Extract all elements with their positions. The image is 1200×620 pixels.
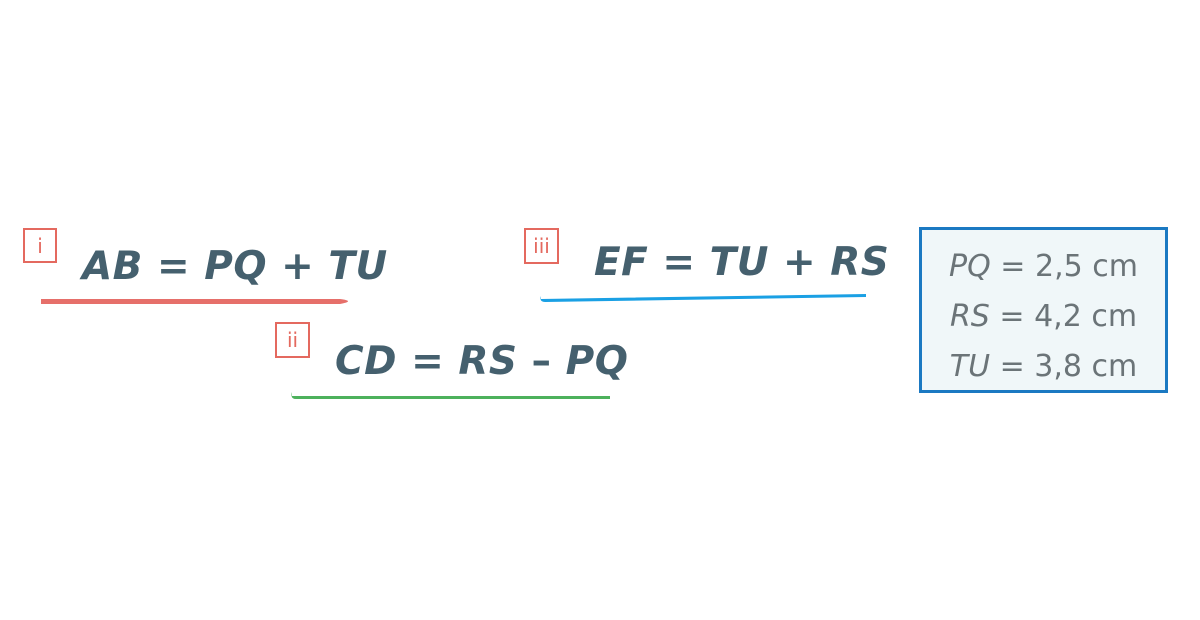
given-pq-value: 2,5 cm xyxy=(1034,249,1138,284)
equation-iii-term-b: RS xyxy=(830,240,890,285)
label-ii: ii xyxy=(275,322,310,358)
equation-i-term-b: TU xyxy=(328,244,388,289)
equation-iii: EF = TU + RS xyxy=(594,240,889,285)
equation-i-operator: + xyxy=(281,244,315,289)
given-pq-equals: = xyxy=(1000,249,1026,284)
given-pq: PQ = 2,5 cm xyxy=(922,242,1165,292)
label-i: i xyxy=(23,228,57,263)
label-ii-text: ii xyxy=(286,328,299,352)
label-i-text: i xyxy=(37,233,43,258)
given-rs-equals: = xyxy=(999,299,1025,334)
equation-iii-lhs: EF xyxy=(594,240,649,285)
given-values-box: PQ = 2,5 cm RS = 4,2 cm TU = 3,8 cm xyxy=(919,227,1168,393)
equation-iii-term-a: TU xyxy=(709,240,769,285)
given-tu-equals: = xyxy=(999,349,1025,384)
given-pq-name: PQ xyxy=(949,249,991,284)
equation-i-lhs: AB xyxy=(82,244,143,289)
given-rs-value: 4,2 cm xyxy=(1034,299,1138,334)
equation-ii-operator: – xyxy=(531,339,552,384)
bracket-i xyxy=(41,262,348,304)
equation-i: AB = PQ + TU xyxy=(82,244,388,289)
given-rs: RS = 4,2 cm xyxy=(922,292,1165,342)
equation-iii-operator: + xyxy=(783,240,817,285)
given-tu-name: TU xyxy=(949,349,991,384)
label-iii-text: iii xyxy=(533,234,550,258)
equation-ii-term-b: PQ xyxy=(565,339,629,384)
equation-iii-equals: = xyxy=(662,240,696,285)
equation-i-equals: = xyxy=(157,244,191,289)
equation-ii: CD = RS – PQ xyxy=(335,339,628,384)
equation-ii-term-a: RS xyxy=(458,339,518,384)
given-rs-name: RS xyxy=(949,299,990,334)
given-tu-value: 3,8 cm xyxy=(1034,349,1138,384)
equation-ii-equals: = xyxy=(411,339,445,384)
given-tu: TU = 3,8 cm xyxy=(922,342,1165,392)
label-iii: iii xyxy=(524,228,559,264)
equation-ii-lhs: CD xyxy=(335,339,397,384)
equation-i-term-a: PQ xyxy=(204,244,268,289)
